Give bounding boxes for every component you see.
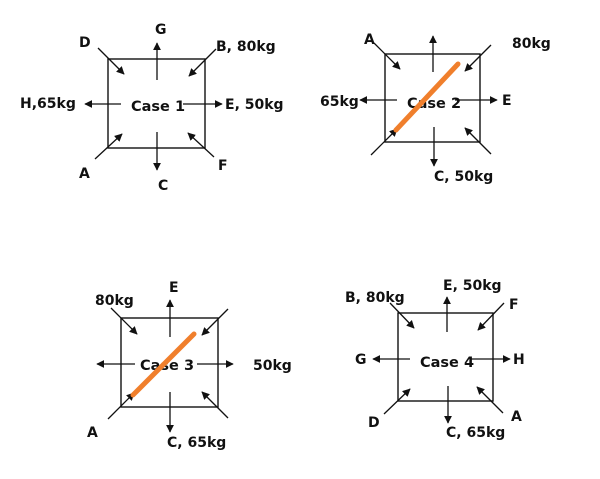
arrow-br-inward (476, 386, 504, 414)
label-tr: F (509, 297, 519, 313)
label-top: E (169, 280, 179, 296)
arrow-bl-inward (94, 133, 123, 160)
arrow-tl-inward (373, 42, 401, 70)
orange-rod (130, 331, 197, 398)
case-title: Case 1 (131, 99, 185, 115)
case-title: Case 4 (420, 355, 474, 371)
arrow-tr-inward (201, 308, 229, 336)
label-bl: D (368, 415, 380, 431)
label-right: E, 50kg (225, 97, 284, 113)
case-3: Case 3 80kg E 50kg A C, 65kg (87, 280, 292, 451)
label-tl: 80kg (95, 293, 134, 309)
label-tr: B, 80kg (216, 39, 276, 55)
label-bottom: C, 50kg (434, 169, 493, 185)
arrow-br-inward (464, 127, 492, 155)
label-tr: 80kg (512, 36, 551, 52)
label-bl: A (79, 166, 90, 182)
arrow-tl-inward (97, 47, 125, 75)
label-left: 65kg (320, 94, 359, 110)
label-br: F (218, 158, 228, 174)
arrow-tr-inward (464, 44, 492, 72)
label-tl: D (79, 35, 91, 51)
label-right: H (513, 352, 525, 368)
arrow-bl-inward (107, 392, 135, 420)
case-4-box (397, 312, 494, 402)
case-4: Case 4 B, 80kg E, 50kg F G H D C, 65kg A (345, 278, 525, 441)
case-title: Case 3 (140, 358, 194, 374)
arrow-tr-inward (188, 48, 217, 77)
label-tl: B, 80kg (345, 290, 405, 306)
arrow-tl-inward (389, 302, 415, 329)
label-right: E (502, 93, 512, 109)
label-bottom: C (158, 178, 168, 194)
arrow-br-inward (201, 391, 229, 419)
case-2: Case 2 A 80kg 65kg E C, 50kg (320, 32, 551, 185)
label-bottom: C, 65kg (167, 435, 226, 451)
label-right: 50kg (253, 358, 292, 374)
label-br: A (511, 409, 522, 425)
arrow-tl-inward (110, 307, 138, 335)
label-top: E, 50kg (443, 278, 502, 294)
arrow-bl-inward (370, 128, 398, 156)
arrow-tr-inward (477, 302, 505, 331)
label-bl: A (87, 425, 98, 441)
label-left: G (355, 352, 367, 368)
arrow-br-inward (187, 132, 215, 158)
label-left: H,65kg (20, 96, 76, 112)
orange-rod (393, 61, 461, 133)
label-bottom: C, 65kg (446, 425, 505, 441)
label-top: G (155, 22, 167, 38)
arrow-bl-inward (383, 388, 411, 415)
label-tl: A (364, 32, 375, 48)
case-title: Case 2 (407, 96, 461, 112)
case-1: Case 1 D G B, 80kg H,65kg E, 50kg A C F (20, 22, 284, 194)
